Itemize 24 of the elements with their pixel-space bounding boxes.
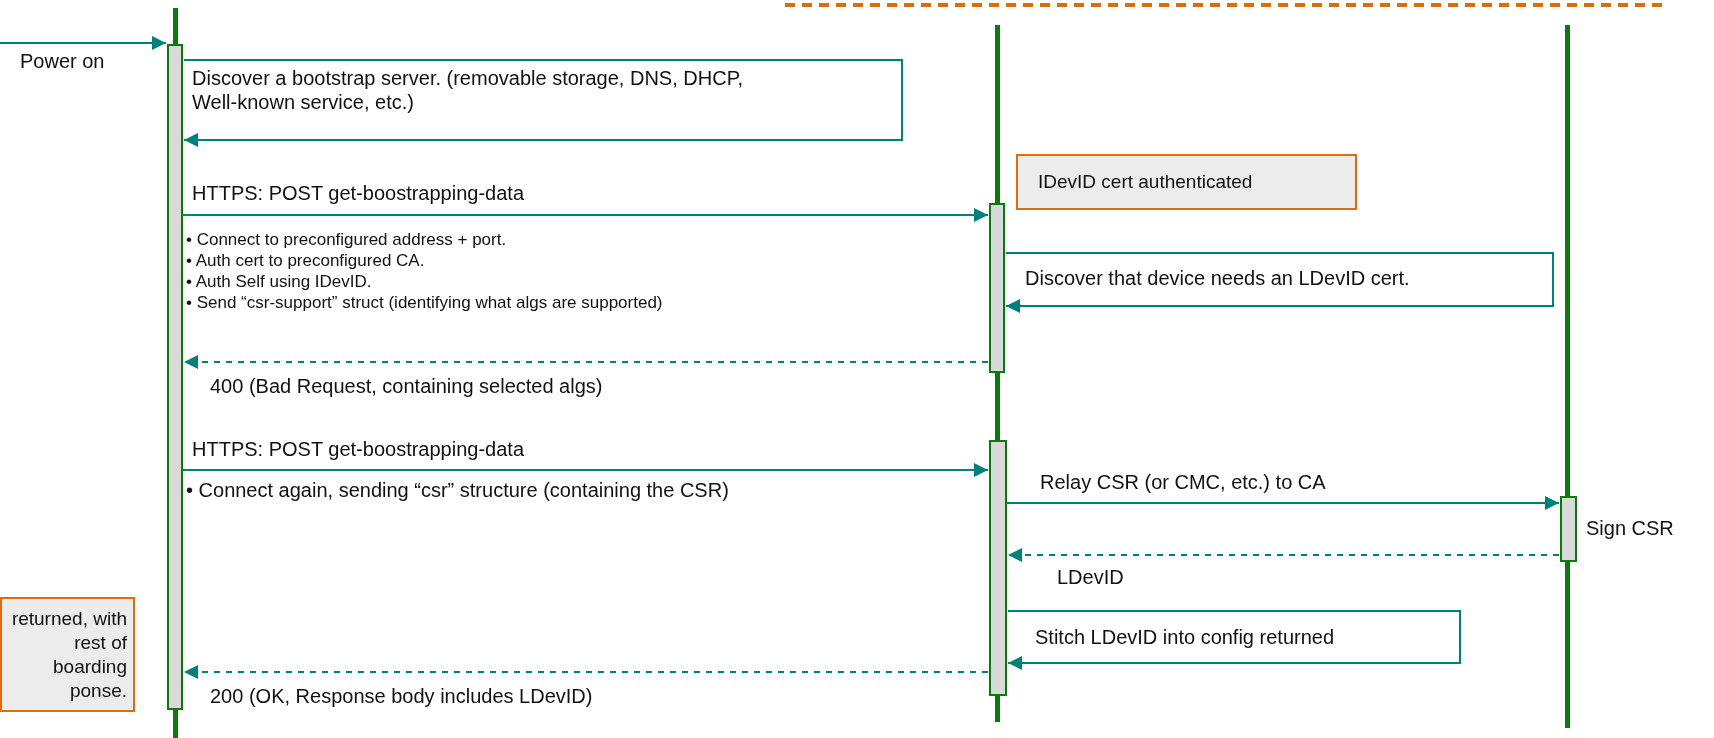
- bullet-text: • Auth cert to preconfigured CA.: [186, 250, 425, 271]
- activation-caption: Sign CSR: [1586, 516, 1674, 540]
- bullet-text: • Connect again, sending “csr” structure (containing the CSR): [186, 478, 729, 502]
- dashed-arrow: [183, 355, 989, 369]
- note-text: IDevID cert authenticated: [1037, 170, 1254, 194]
- bullet-text: • Auth Self using IDevID.: [186, 271, 372, 292]
- arrow: [1007, 610, 1461, 670]
- activation-bar: [989, 203, 1005, 373]
- note-box: [0, 597, 135, 712]
- dashed-arrow: [183, 665, 989, 679]
- arrow: [0, 36, 167, 50]
- activation-bar: [989, 440, 1007, 696]
- arrow: [182, 463, 989, 477]
- activation-bar: [1560, 496, 1577, 562]
- note-text: returned, with rest of boarding ponse.: [10, 606, 128, 703]
- arrow: [1006, 496, 1560, 510]
- bullet-text: • Send “csr-support” struct (identifying what algs are supported): [186, 292, 663, 313]
- bullet-text: • Connect to preconfigured address + port.: [186, 229, 507, 250]
- note-box: [1016, 154, 1357, 210]
- arrow: [182, 208, 989, 222]
- arrow: [183, 59, 903, 147]
- arrow: [1005, 252, 1554, 313]
- activation-bar: [167, 44, 183, 710]
- dashed-arrow: [1007, 548, 1560, 562]
